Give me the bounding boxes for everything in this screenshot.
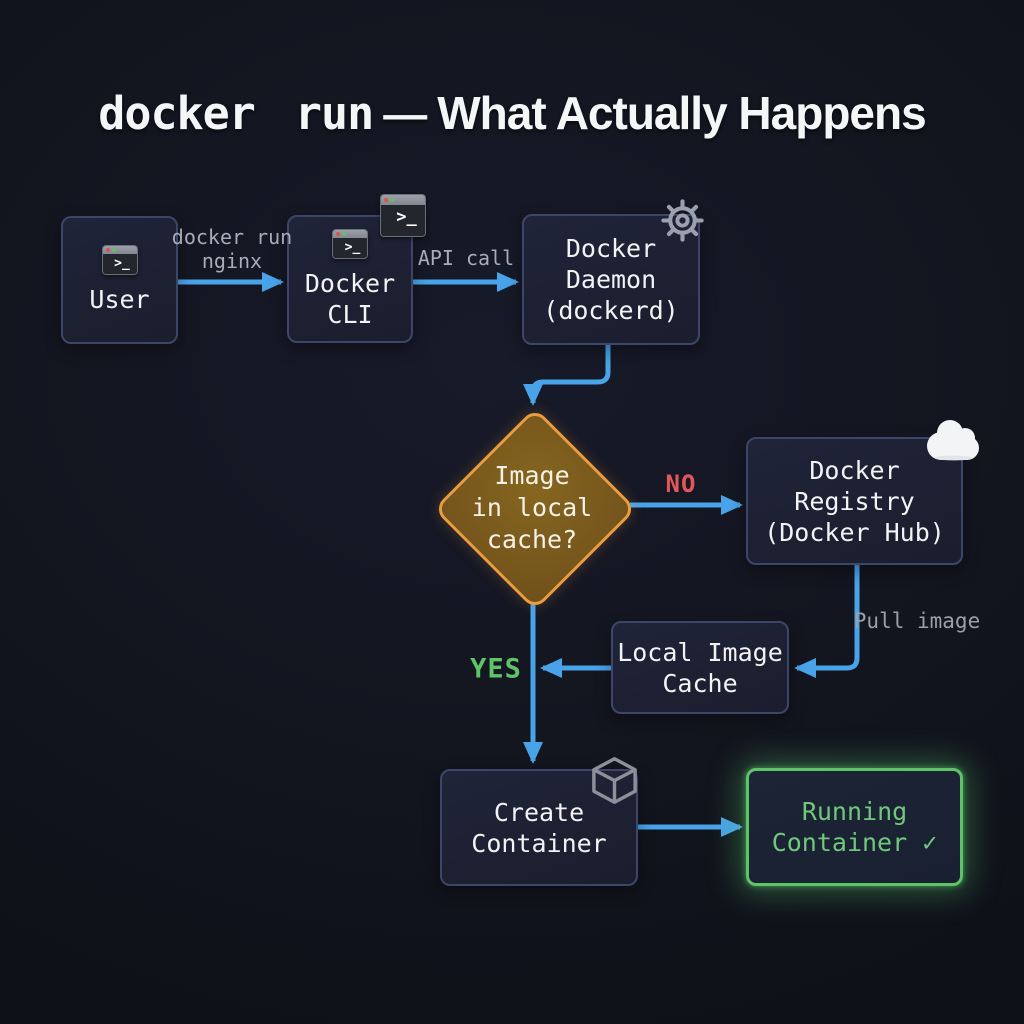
node-running-label-line1: Running: [801, 797, 908, 826]
edge-label-api-call: API call: [417, 246, 515, 270]
decision-label-line3: cache?: [486, 525, 578, 554]
node-docker-daemon: Docker Daemon (dockerd): [522, 199, 704, 345]
node-running-container: Running Container ✓: [746, 768, 963, 886]
node-user-label: User: [89, 285, 150, 314]
node-user: >_ User: [61, 216, 178, 344]
node-docker-cli: >_ >_ Docker CLI: [287, 194, 426, 343]
node-daemon-label-line1: Docker: [565, 234, 657, 263]
red-dot-icon: [105, 248, 110, 252]
decision-label-line1: Image: [494, 461, 570, 490]
node-create-label-line1: Create: [493, 797, 585, 827]
red-dot-icon: [384, 198, 388, 202]
node-registry-label-line2: Registry: [794, 486, 915, 516]
title-code-part: docker run: [98, 87, 374, 140]
edge-label-docker-run-nginx: docker run nginx: [172, 225, 292, 273]
terminal-prompt-glyph: >_: [381, 205, 425, 236]
node-daemon-label-line2: Daemon: [565, 265, 657, 294]
edge-daemon-to-decision: [523, 345, 611, 406]
node-cli-label-line2: CLI: [327, 299, 373, 329]
decision-label-line2: in local: [471, 493, 593, 522]
node-cli-label-line1: Docker: [304, 268, 396, 298]
edge-label-line2: nginx: [201, 249, 263, 273]
page-title: docker run—What Actually Happens: [0, 86, 1024, 140]
terminal-titlebar: [381, 195, 425, 205]
edge-label-line1: docker run: [171, 225, 293, 249]
node-registry-label-line3: (Docker Hub): [764, 517, 945, 547]
cube-icon: [592, 757, 637, 804]
terminal-prompt-glyph: >_: [102, 254, 137, 274]
terminal-titlebar: [102, 246, 137, 254]
node-cache-label-line2: Cache: [662, 668, 738, 698]
node-docker-registry: Docker Registry (Docker Hub): [746, 420, 979, 565]
terminal-titlebar: [333, 229, 367, 238]
node-registry-label-line1: Docker: [809, 455, 900, 485]
title-rest-part: What Actually Happens: [437, 87, 926, 139]
decision-label: Image in local cache?: [432, 460, 632, 556]
edge-label-pull-image: Pull image: [853, 609, 981, 633]
green-dot-icon: [342, 231, 346, 236]
node-running-label-line2: Container ✓: [771, 828, 938, 857]
terminal-icon: >_: [332, 228, 368, 259]
node-create-container: Create Container: [440, 757, 638, 886]
node-create-label-line2: Container: [471, 828, 607, 858]
terminal-badge-icon: >_: [380, 194, 426, 237]
node-daemon-label-line3: (dockerd): [543, 296, 679, 325]
node-cache-label-line1: Local Image: [617, 637, 783, 667]
gear-icon: [661, 199, 704, 242]
edge-registry-to-cache: [794, 565, 860, 678]
green-dot-icon: [390, 198, 394, 202]
terminal-icon: >_: [101, 245, 138, 275]
node-local-image-cache: Local Image Cache: [611, 621, 789, 714]
edge-label-yes: YES: [470, 653, 522, 685]
terminal-prompt-glyph: >_: [333, 237, 367, 258]
cloud-icon: [927, 420, 979, 461]
title-separator: —: [383, 90, 428, 139]
green-dot-icon: [111, 248, 116, 252]
red-dot-icon: [336, 231, 340, 236]
edge-label-no: NO: [665, 470, 697, 498]
